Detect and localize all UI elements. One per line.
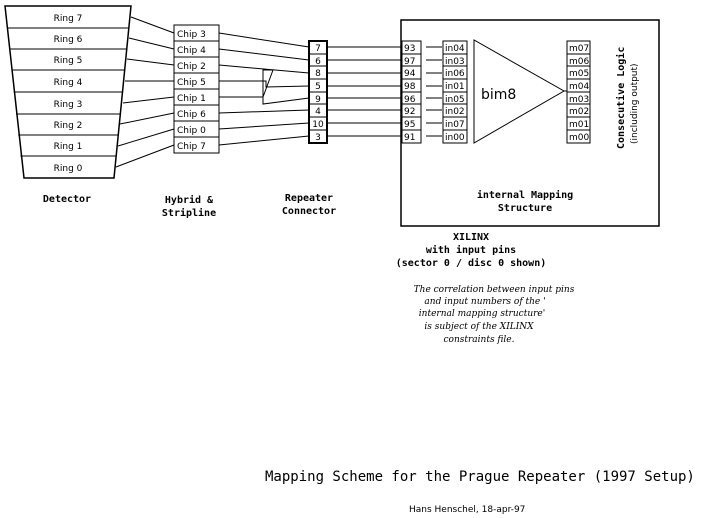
xilinx-input-name: in06 [445,69,465,79]
repeater-pin-label: 7 [315,44,321,54]
detector-label: Detector [43,194,91,205]
mapping-structure-label: internal Mapping [477,189,573,201]
note-line: The correlation between input pins [414,285,575,295]
ring-label: Ring 7 [54,14,83,24]
ring-label: Ring 6 [54,35,83,45]
chip-label: Chip 3 [177,30,206,40]
repeater-pin-label: 6 [315,57,321,67]
xilinx-pin-number: 96 [404,95,416,105]
xilinx-pin-number: 93 [404,44,415,54]
xilinx-output-name: m07 [569,44,589,54]
xilinx-input-name: in02 [445,107,465,117]
repeater-pin-label: 3 [315,133,321,143]
repeater-label: Repeater [285,193,333,204]
bim8-label: bim8 [481,87,516,103]
chip-label: Chip 4 [177,46,206,56]
xilinx-input-name: in04 [445,44,465,54]
repeater-pin-label: 8 [315,69,321,79]
xilinx-pin-number: 92 [404,107,415,117]
xilinx-caption: with input pins [426,244,516,256]
repeater-pin-label: 9 [315,95,321,105]
consecutive-logic-sublabel: (including output) [630,63,640,144]
ring-label: Ring 4 [54,78,83,88]
xilinx-input-name: in00 [445,133,465,143]
xilinx-pin-number: 98 [404,82,416,92]
xilinx-input-name: in03 [445,57,465,67]
xilinx-caption: XILINX [453,232,489,243]
xilinx-output-name: m05 [569,69,589,79]
note-line: internal mapping structure' [419,309,545,319]
hybrid-label: Stripline [162,207,216,219]
note-line: constraints file. [444,335,515,345]
chip-label: Chip 0 [177,126,206,136]
mapping-structure-label: Structure [498,203,552,214]
ring-label: Ring 5 [54,56,83,66]
xilinx-output-name: m06 [569,57,589,67]
xilinx-input-name: in07 [445,120,465,130]
xilinx-caption: (sector 0 / disc 0 shown) [396,257,547,269]
xilinx-output-name: m01 [569,120,589,130]
bim8-triangle [473,39,566,144]
xilinx-box [400,19,660,227]
xilinx-pin-number: 97 [404,57,415,67]
chip-label: Chip 6 [177,110,206,120]
xilinx-pin-number: 91 [404,133,415,143]
ring-label: Ring 0 [54,164,83,174]
xilinx-output-name: m03 [569,95,589,105]
consecutive-logic-label: Consecutive Logic [615,47,627,149]
repeater-pin-label: 5 [315,82,321,92]
xilinx-output-name: m02 [569,107,589,117]
repeater-pin-label: 10 [312,120,324,130]
ring-label: Ring 1 [54,142,83,152]
xilinx-output-name: m04 [569,82,589,92]
note-line: and input numbers of the ' [424,297,545,307]
repeater-pin-label: 4 [315,107,321,117]
chip-label: Chip 5 [177,78,206,88]
diagram-author: Hans Henschel, 18-apr-97 [409,505,525,515]
ring-label: Ring 3 [54,100,83,110]
chip-label: Chip 7 [177,142,206,152]
note-line: is subject of the XILINX [424,322,534,332]
xilinx-pin-number: 94 [404,69,416,79]
xilinx-input-name: in01 [445,82,465,92]
repeater-label: Connector [282,206,336,217]
chip-label: Chip 1 [177,94,206,104]
xilinx-output-name: m00 [569,133,589,143]
hybrid-label: Hybrid & [165,194,214,206]
chip-label: Chip 2 [177,62,206,72]
xilinx-pin-number: 95 [404,120,415,130]
xilinx-input-name: in05 [445,95,465,105]
ring-label: Ring 2 [54,121,83,131]
detector-outline [4,5,132,179]
diagram-title: Mapping Scheme for the Prague Repeater (… [265,469,695,485]
